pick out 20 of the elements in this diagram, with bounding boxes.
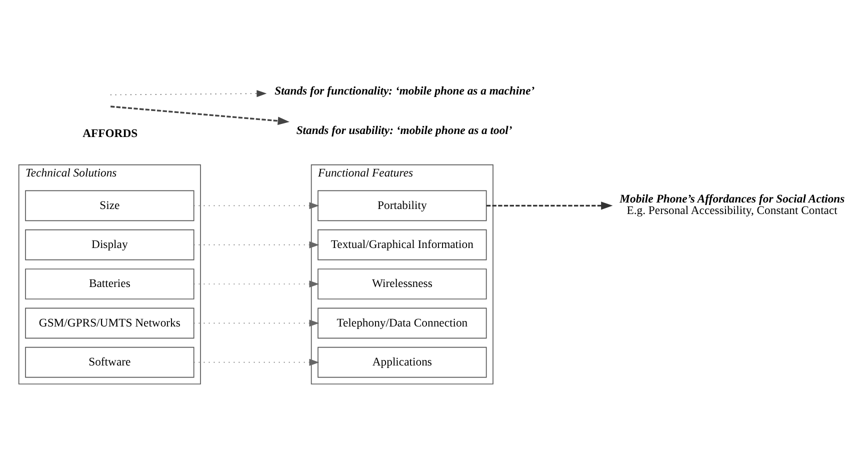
node-box: Wirelessness: [318, 268, 487, 299]
node-box: Display: [25, 228, 194, 260]
node-box: Portability: [318, 190, 487, 221]
node-box: Telephony/Data Connection: [318, 307, 487, 338]
node-box: Software: [25, 346, 194, 378]
node-box: Textual/Graphical Information: [318, 228, 487, 260]
arrow: [193, 280, 320, 287]
legend-label: Stands for usability: ‘mobile phone as a tool’: [296, 123, 512, 136]
node-box: Applications: [318, 346, 487, 378]
arrow: [193, 202, 320, 209]
arrow: [193, 358, 320, 366]
legend-label: Stands for functionality: ‘mobile phone as a machine’: [274, 84, 535, 98]
label: AFFORDS: [82, 126, 138, 140]
node-box: GSM/GPRS/UMTS Networks: [25, 307, 194, 338]
node-text: Mobile Phone’s Affordances for Social Actions E.g. Personal Accessibility, Constant Contact: [620, 192, 845, 217]
node-box: Size: [25, 190, 194, 221]
arrow: [486, 201, 613, 210]
node-box: Batteries: [25, 268, 194, 299]
arrow: [193, 319, 320, 326]
arrow: [193, 240, 320, 248]
